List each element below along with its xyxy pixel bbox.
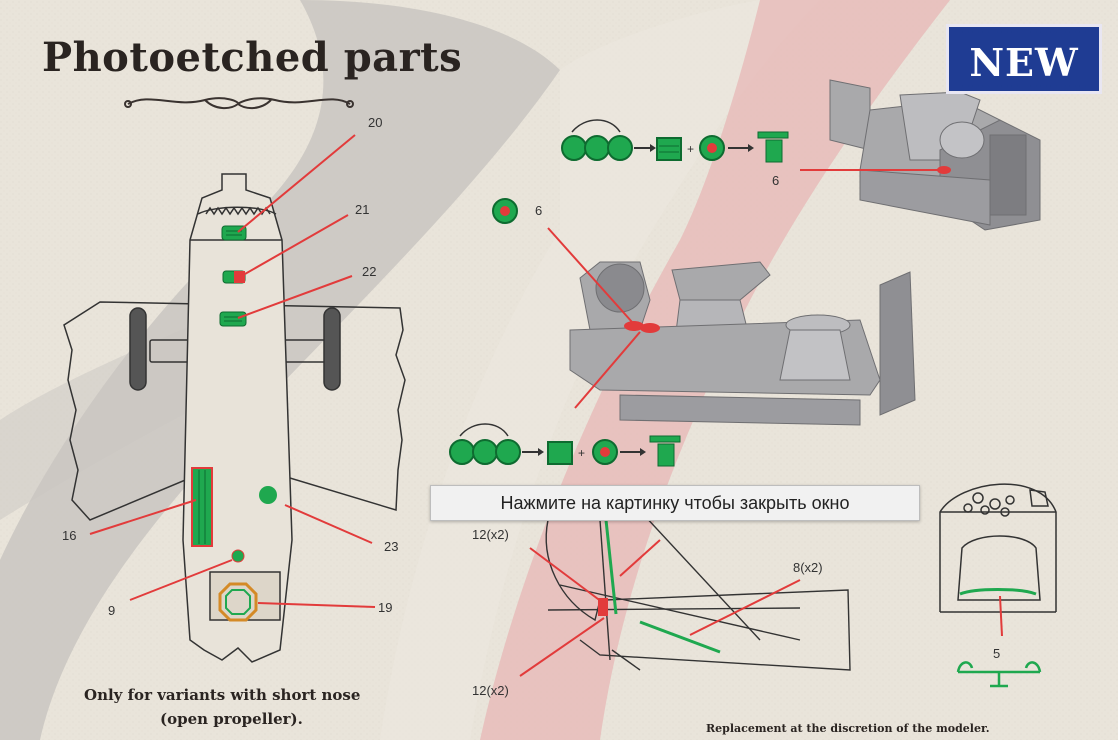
short-nose-note-line1: Only for variants with short nose [84, 686, 361, 704]
callout-9: 9 [108, 603, 116, 618]
new-badge[interactable]: NEW [946, 24, 1102, 94]
sequence-bottom: + [449, 423, 681, 467]
svg-text:+: + [578, 446, 585, 460]
new-badge-label: NEW [969, 40, 1079, 85]
callout-16: 16 [62, 528, 77, 543]
callout-23: 23 [384, 539, 399, 554]
tail-pe-parts [604, 519, 721, 654]
short-nose-note-line2: (open propeller). [160, 710, 303, 728]
close-hint-tooltip: Нажмите на картинку чтобы закрыть окно [430, 485, 920, 521]
cockpit-render-top [829, 79, 1041, 231]
callout-6-middle: 6 [535, 203, 543, 218]
callout-lines-left [89, 134, 376, 608]
title-ornament [124, 97, 354, 110]
page-title: Photoetched parts [42, 34, 463, 81]
callout-12-upper: 12(x2) [472, 527, 509, 542]
callout-lines-tail [519, 539, 801, 677]
callout-22: 22 [362, 264, 377, 279]
callout-19: 19 [378, 600, 393, 615]
callout-8: 8(x2) [793, 560, 823, 575]
callout-21: 21 [355, 202, 370, 217]
instrument-panel-drawing [939, 483, 1057, 613]
tail-drawing [545, 499, 851, 671]
svg-text:+: + [687, 142, 694, 156]
sequence-top: + [561, 119, 789, 163]
replacement-note: Replacement at the discretion of the mod… [706, 722, 990, 735]
callout-5: 5 [993, 646, 1001, 661]
callout-12-lower: 12(x2) [472, 683, 509, 698]
callout-6-top: 6 [772, 173, 780, 188]
part-5-detail [956, 661, 1042, 688]
callout-20: 20 [368, 115, 383, 130]
cockpit-render-middle [569, 261, 916, 426]
pe-parts-fuselage [191, 225, 277, 622]
